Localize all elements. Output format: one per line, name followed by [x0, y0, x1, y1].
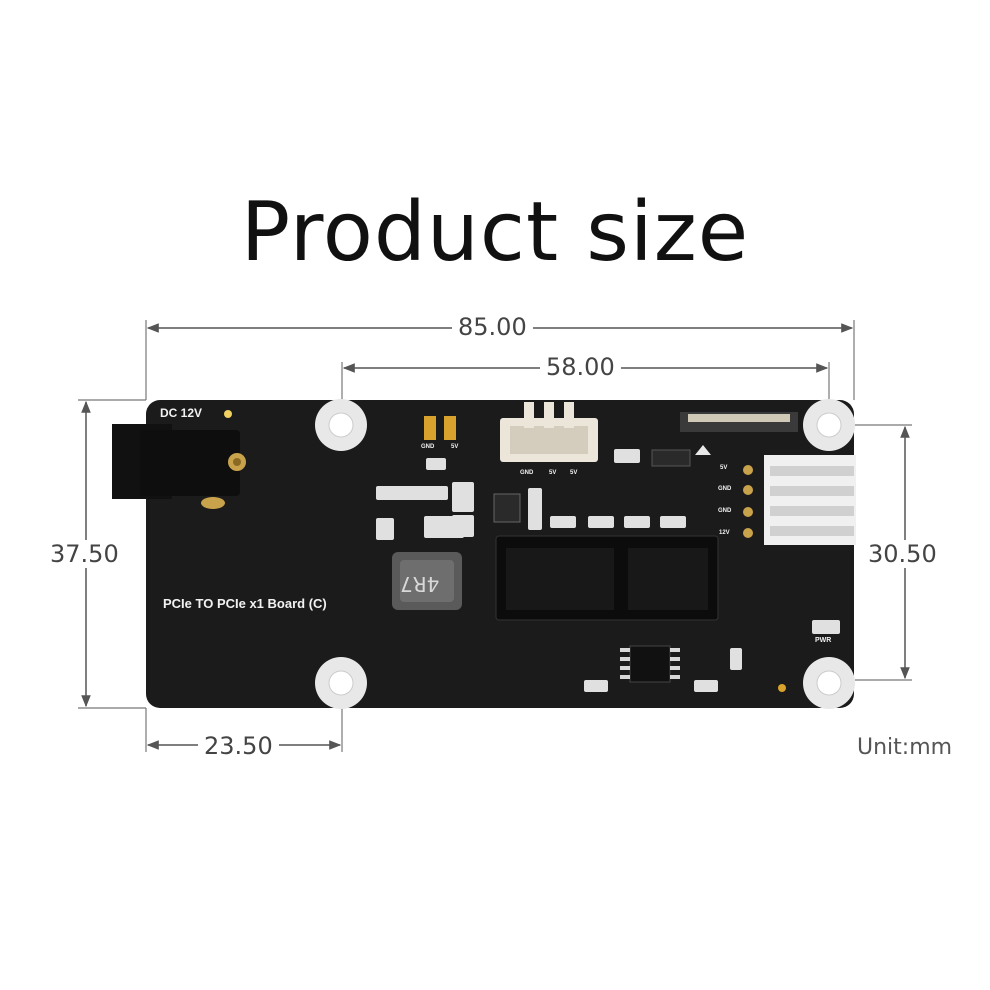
inductor-label: 4R7 — [400, 572, 440, 596]
pwr-led-label: PWR — [815, 637, 832, 644]
jumper-label-5v: 5V — [451, 444, 459, 450]
page-title: Product size — [240, 185, 750, 280]
pcie-slot — [495, 535, 719, 621]
fan-pin-gnd-2: GND — [718, 508, 732, 514]
fan-pin-gnd-1: GND — [718, 486, 732, 492]
dim-label-hole-offset: 23.50 — [198, 732, 279, 760]
dim-label-hole-spacing-v: 30.50 — [862, 540, 943, 568]
dim-label-total-height: 37.50 — [44, 540, 125, 568]
power-label: DC 12V — [160, 406, 203, 420]
dim-label-port-offset: 58.00 — [540, 353, 621, 381]
connector-label-gnd: GND — [520, 470, 534, 476]
inductor — [392, 552, 462, 610]
mounting-holes — [315, 399, 855, 709]
extension-lines — [78, 320, 912, 752]
dim-label-total-width: 85.00 — [452, 313, 533, 341]
connector-label-5v-2: 5V — [570, 470, 578, 476]
jumper-label-gnd: GND — [421, 444, 435, 450]
fan-pin-5v: 5V — [720, 465, 728, 471]
connector-label-5v-1: 5V — [549, 470, 557, 476]
fan-pin-12v: 12V — [719, 530, 730, 536]
unit-label: Unit:mm — [857, 735, 953, 760]
board-name: PCIe TO PCIe x1 Board (C) — [163, 596, 327, 611]
white-connector — [500, 402, 598, 462]
fan-connector — [743, 455, 856, 545]
